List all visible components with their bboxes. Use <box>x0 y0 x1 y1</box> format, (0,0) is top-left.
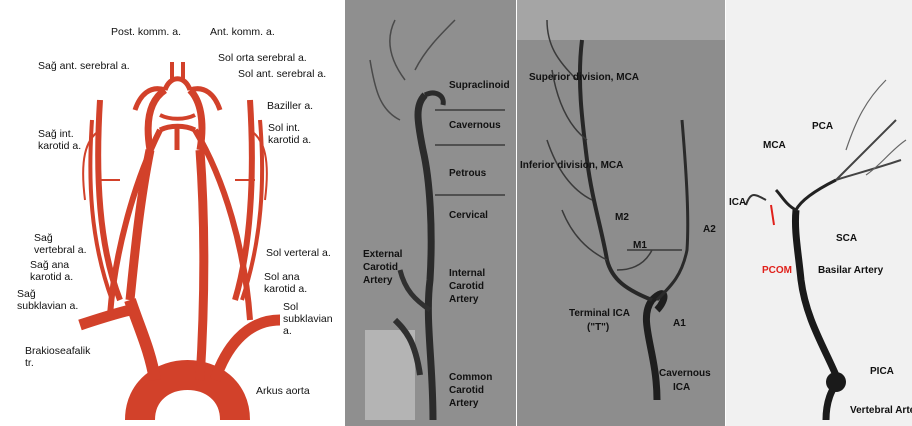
brakiosefalik-label-line2: tr. <box>25 357 34 369</box>
external-carotid-label-line3: Artery <box>363 275 392 287</box>
sag-int-karotid-label-line2: karotid a. <box>38 140 81 152</box>
ica-angiogram-panel: Superior division, MCA Inferior division… <box>517 0 726 426</box>
sol-subklavian-label-line2: subklavian <box>283 313 333 325</box>
inferior-mca-label: Inferior division, MCA <box>520 160 623 172</box>
ica-label: ICA <box>729 197 746 209</box>
terminal-ica-label-line1: Terminal ICA <box>569 308 630 320</box>
sol-ana-karotid-label-line2: karotid a. <box>264 283 307 295</box>
vertebral-artery-label: Vertebral Artery <box>850 405 912 417</box>
common-carotid-label-line2: Carotid <box>449 385 484 397</box>
basilar-artery-label: Basilar Artery <box>818 265 883 277</box>
sol-ant-serebral-label: Sol ant. serebral a. <box>238 68 326 80</box>
internal-carotid-label-line3: Artery <box>449 294 478 306</box>
vertebral-angiogram-panel: MCA PCA ICA SCA PCOM Basilar Artery PICA… <box>726 0 912 426</box>
sca-label: SCA <box>836 233 857 245</box>
sag-int-karotid-label-line1: Sağ int. <box>38 128 74 140</box>
sag-subklavian-label-line1: Sağ <box>17 288 36 300</box>
common-carotid-label-line3: Artery <box>449 398 478 410</box>
sol-verteral-label: Sol verteral a. <box>266 247 331 259</box>
sol-orta-serebral-label: Sol orta serebral a. <box>218 52 307 64</box>
internal-carotid-label-line2: Carotid <box>449 281 484 293</box>
ant-komm-label: Ant. komm. a. <box>210 26 275 38</box>
cervical-label: Cervical <box>449 210 488 222</box>
a2-label: A2 <box>703 224 716 236</box>
anatomy-illustration-panel: Post. komm. a. Ant. komm. a. Sağ ant. se… <box>0 0 345 426</box>
sag-ana-karotid-label-line1: Sağ ana <box>30 259 69 271</box>
cavernous-ica-label-line2: ICA <box>673 382 690 394</box>
cavernous-ica-label-line1: Cavernous <box>659 368 711 380</box>
carotid-angiogram-panel: Supraclinoid Cavernous Petrous Cervical … <box>345 0 517 426</box>
sol-int-karotid-label-line2: karotid a. <box>268 134 311 146</box>
external-carotid-label-line2: Carotid <box>363 262 398 274</box>
mca-label: MCA <box>763 140 786 152</box>
brakiosefalik-label-line1: Brakioseafalik <box>25 345 90 357</box>
sag-ant-serebral-label: Sağ ant. serebral a. <box>38 60 130 72</box>
pcom-label: PCOM <box>762 265 792 277</box>
common-carotid-label-line1: Common <box>449 372 492 384</box>
m2-label: M2 <box>615 212 629 224</box>
baziller-label: Baziller a. <box>267 100 313 112</box>
carotid-angiogram-image <box>345 0 517 426</box>
internal-carotid-label-line1: Internal <box>449 268 485 280</box>
sol-ana-karotid-label-line1: Sol ana <box>264 271 300 283</box>
pica-label: PICA <box>870 366 894 378</box>
sag-subklavian-label-line2: subklavian a. <box>17 300 78 312</box>
terminal-ica-label-line2: ("T") <box>587 322 609 334</box>
pca-label: PCA <box>812 121 833 133</box>
sag-ana-karotid-label-line2: karotid a. <box>30 271 73 283</box>
sol-int-karotid-label-line1: Sol int. <box>268 122 300 134</box>
sol-subklavian-label-line3: a. <box>283 325 292 337</box>
post-komm-label: Post. komm. a. <box>111 26 181 38</box>
a1-label: A1 <box>673 318 686 330</box>
supraclinoid-label: Supraclinoid <box>449 80 510 92</box>
superior-mca-label: Superior division, MCA <box>529 72 639 84</box>
sol-subklavian-label-line1: Sol <box>283 301 298 313</box>
arkus-aorta-label: Arkus aorta <box>256 385 310 397</box>
vertebral-angiogram-image <box>726 0 912 426</box>
petrous-label: Petrous <box>449 168 486 180</box>
external-carotid-label-line1: External <box>363 249 402 261</box>
cavernous-label: Cavernous <box>449 120 501 132</box>
sag-vertebral-label-line1: Sağ <box>34 232 53 244</box>
sag-vertebral-label-line2: vertebral a. <box>34 244 87 256</box>
m1-label: M1 <box>633 240 647 252</box>
